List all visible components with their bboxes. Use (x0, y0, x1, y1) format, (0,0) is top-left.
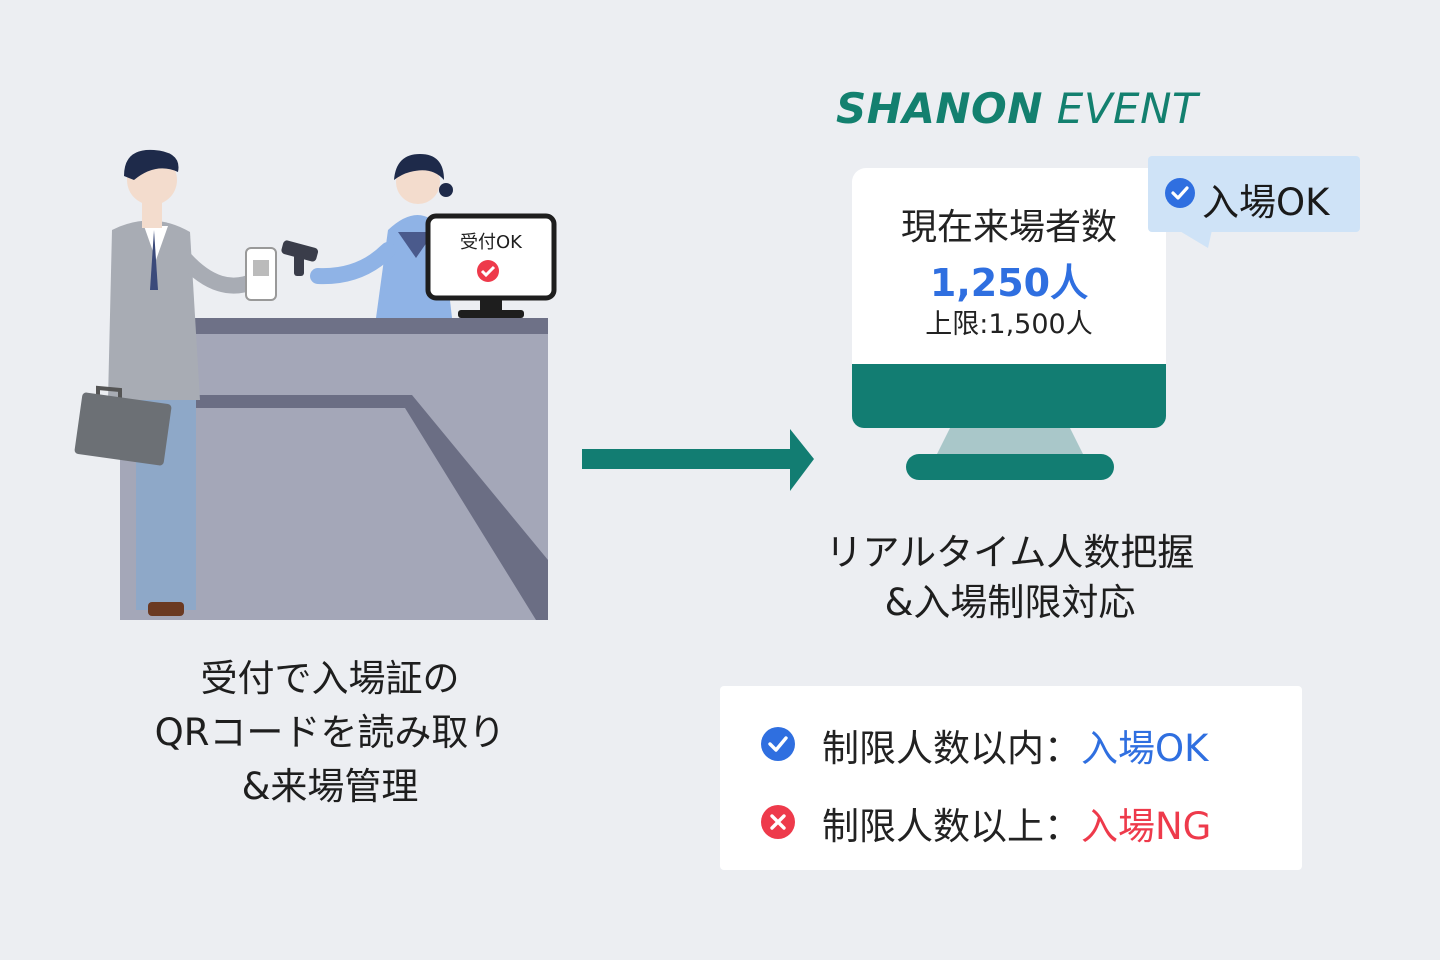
visitor-person (108, 149, 264, 616)
legend-row-ok: 制限人数以内：入場OK (720, 712, 1302, 772)
realtime-caption: リアルタイム人数把握 &入場制限対応 (825, 531, 1195, 624)
legend-ng-text: 制限人数以上： (822, 805, 1081, 848)
brand-logo-part1: SHANON (836, 84, 1043, 133)
reception-illustration: 受付OK (60, 140, 560, 630)
entry-rule-legend: 制限人数以内：入場OK 制限人数以上：入場NG (720, 686, 1302, 870)
entry-ok-bubble: 入場OK (1148, 156, 1360, 232)
brand-logo: SHANON EVENT (836, 84, 1198, 133)
visitor-count-title: 現在来場者数 (900, 207, 1117, 248)
bubble-tail (1178, 230, 1212, 248)
reception-monitor-label: 受付OK (460, 232, 523, 253)
legend-row-ng: 制限人数以上：入場NG (720, 790, 1302, 850)
monitor-stand (935, 428, 1085, 458)
check-circle-icon (761, 727, 795, 761)
barcode-scanner-icon (281, 240, 319, 276)
dashboard-monitor: 現在来場者数 1,250人 上限:1,500人 (852, 168, 1166, 430)
flow-arrow-icon (580, 425, 816, 499)
dashboard-screen: 現在来場者数 1,250人 上限:1,500人 (852, 168, 1166, 366)
visitor-count-value: 1,250人 (929, 261, 1089, 305)
x-circle-icon (761, 805, 795, 839)
reception-monitor: 受付OK (425, 213, 557, 318)
check-circle-icon (1165, 178, 1195, 208)
monitor-foot (906, 454, 1114, 480)
monitor-bezel (852, 364, 1166, 428)
brand-logo-part2: EVENT (1056, 84, 1199, 133)
visitor-limit: 上限:1,500人 (925, 309, 1093, 340)
legend-ok-result: 入場OK (1081, 727, 1209, 770)
briefcase-icon (74, 385, 172, 466)
legend-ok-text: 制限人数以内： (822, 727, 1081, 770)
entry-ok-label: 入場OK (1202, 181, 1330, 224)
legend-ng-result: 入場NG (1081, 805, 1212, 848)
smartphone-qr-icon (245, 247, 277, 301)
reception-caption: 受付で入場証の QRコードを読み取り &来場管理 (154, 657, 506, 808)
